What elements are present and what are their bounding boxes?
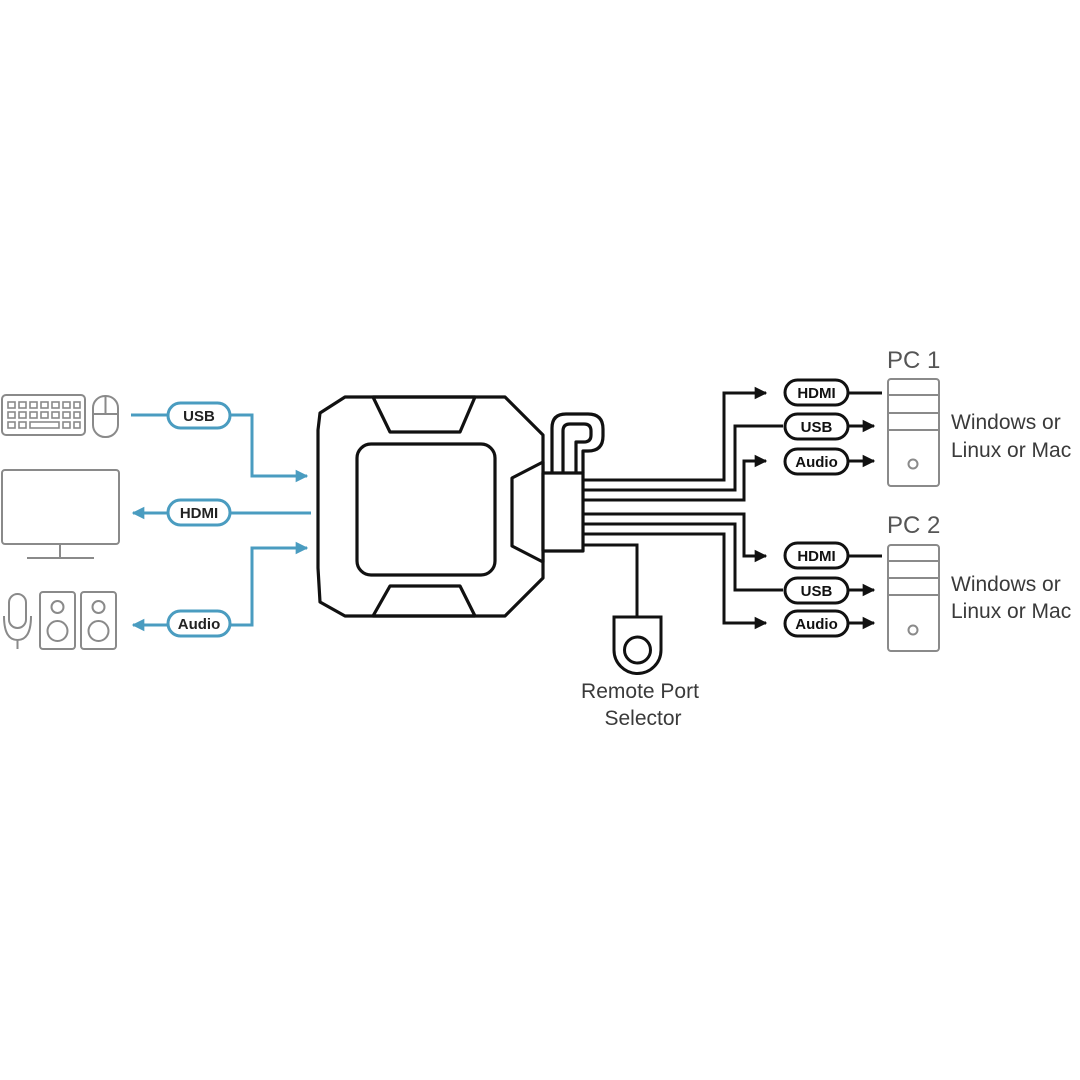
svg-text:HDMI: HDMI — [180, 505, 218, 522]
pc2-os-line1: Windows or — [951, 573, 1061, 596]
svg-text:USB: USB — [801, 583, 833, 600]
pc2-tower-icon — [887, 544, 940, 652]
pc1-audio-label: Audio — [783, 447, 850, 476]
pc2-audio-label: Audio — [783, 609, 850, 638]
remote-label-line1: Remote Port — [581, 680, 699, 703]
pc1-tower-icon — [887, 378, 940, 487]
pc-cables — [583, 386, 882, 630]
usb-cable-left — [131, 413, 309, 483]
pc1-os-line1: Windows or — [951, 411, 1061, 434]
pc2-title: PC 2 — [887, 512, 940, 539]
pc1-os-line2: Linux or Mac — [951, 439, 1071, 462]
pc1-hdmi-label: HDMI — [783, 378, 850, 407]
svg-text:Audio: Audio — [178, 616, 221, 633]
usb-label-left: USB — [166, 401, 232, 430]
svg-text:USB: USB — [183, 408, 215, 425]
keyboard-icon — [1, 394, 86, 436]
pc2-usb-label: USB — [783, 576, 850, 605]
svg-text:HDMI: HDMI — [797, 548, 835, 565]
svg-text:HDMI: HDMI — [797, 385, 835, 402]
remote-label-line2: Selector — [604, 707, 681, 730]
monitor-icon — [1, 469, 120, 559]
svg-text:USB: USB — [801, 419, 833, 436]
pc1-usb-label: USB — [783, 412, 850, 441]
remote-selector-icon — [612, 615, 663, 675]
pc2-os-line2: Linux or Mac — [951, 600, 1071, 623]
mouse-icon — [92, 395, 119, 438]
svg-text:Audio: Audio — [795, 454, 838, 471]
svg-text:Audio: Audio — [795, 616, 838, 633]
pc1-title: PC 1 — [887, 347, 940, 374]
pc2-hdmi-label: HDMI — [783, 541, 850, 570]
microphone-icon — [3, 593, 32, 649]
audio-cable-left — [131, 541, 309, 632]
hdmi-label-left: HDMI — [166, 498, 232, 527]
speaker-icon — [80, 591, 117, 650]
speaker-icon — [39, 591, 76, 650]
audio-label-left: Audio — [166, 609, 232, 638]
kvm-switch-icon — [316, 395, 605, 618]
